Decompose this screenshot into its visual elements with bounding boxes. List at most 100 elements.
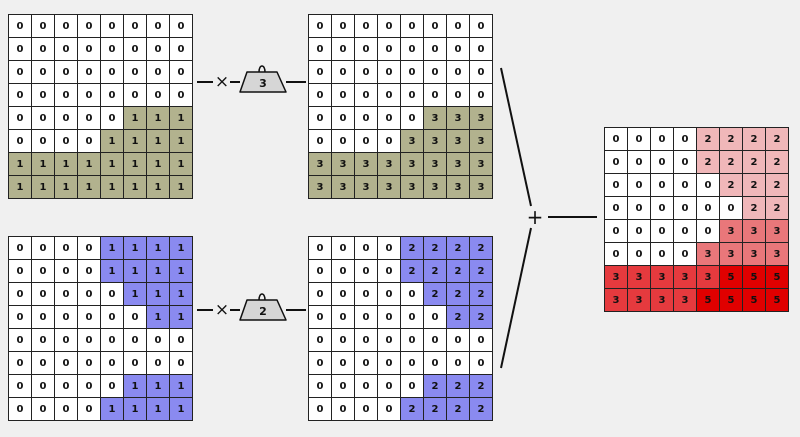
grid-cell: 0 — [170, 329, 193, 352]
grid-cell: 1 — [170, 107, 193, 130]
grid-cell: 0 — [55, 84, 78, 107]
grid-cell: 0 — [124, 84, 147, 107]
grid-cell: 2 — [447, 283, 470, 306]
grid-cell: 0 — [309, 130, 332, 153]
grid-cell: 3 — [447, 176, 470, 199]
grid-cell: 3 — [378, 153, 401, 176]
grid-cell: 0 — [78, 306, 101, 329]
grid-cell: 0 — [355, 15, 378, 38]
grid-cell: 3 — [332, 153, 355, 176]
grid-cell: 1 — [147, 283, 170, 306]
grid-cell: 0 — [355, 38, 378, 61]
grid-cell: 0 — [101, 38, 124, 61]
grid-cell: 2 — [720, 151, 743, 174]
grid-cell: 0 — [424, 352, 447, 375]
grid-cell: 0 — [32, 237, 55, 260]
multiply-operator-top: × — [215, 72, 229, 92]
grid-cell: 1 — [170, 398, 193, 421]
grid-cell: 1 — [124, 398, 147, 421]
grid-cell: 0 — [101, 306, 124, 329]
grid-cell: 0 — [32, 283, 55, 306]
grid-cell: 1 — [124, 283, 147, 306]
grid-cell: 1 — [32, 176, 55, 199]
grid-cell: 0 — [101, 352, 124, 375]
grid-cell: 0 — [9, 107, 32, 130]
grid-cell: 0 — [55, 306, 78, 329]
grid-cell: 3 — [628, 289, 651, 312]
grid-cell: 0 — [605, 174, 628, 197]
grid-cell: 2 — [447, 260, 470, 283]
grid-cell: 0 — [355, 107, 378, 130]
grid-cell: 0 — [424, 61, 447, 84]
grid-cell: 0 — [9, 130, 32, 153]
grid-cell: 2 — [743, 151, 766, 174]
grid-cell: 0 — [78, 283, 101, 306]
grid-cell: 0 — [628, 128, 651, 151]
grid-cell: 0 — [309, 61, 332, 84]
grid-cell: 0 — [447, 352, 470, 375]
grid-cell: 3 — [401, 176, 424, 199]
grid-cell: 1 — [101, 260, 124, 283]
grid-cell: 0 — [78, 260, 101, 283]
grid-cell: 0 — [628, 220, 651, 243]
grid-cell: 2 — [470, 375, 493, 398]
grid-cell: 0 — [309, 283, 332, 306]
grid-cell: 0 — [378, 375, 401, 398]
grid-cell: 3 — [766, 220, 789, 243]
grid-cell: 0 — [78, 375, 101, 398]
grid-cell: 1 — [55, 176, 78, 199]
grid-cell: 0 — [78, 61, 101, 84]
grid-cell: 1 — [101, 153, 124, 176]
grid-cell: 3 — [309, 153, 332, 176]
grid-cell: 0 — [332, 38, 355, 61]
grid-cell: 0 — [170, 61, 193, 84]
sum-line-top — [500, 67, 532, 207]
grid-cell: 0 — [447, 329, 470, 352]
weight-icon-bottom: 2 — [239, 293, 287, 321]
grid-cell: 0 — [378, 107, 401, 130]
grid-cell: 1 — [124, 176, 147, 199]
grid-cell: 0 — [9, 398, 32, 421]
grid-cell: 3 — [447, 130, 470, 153]
grid-cell: 0 — [332, 283, 355, 306]
grid-cell: 1 — [147, 375, 170, 398]
grid-cell: 3 — [651, 289, 674, 312]
grid-cell: 3 — [605, 289, 628, 312]
grid-cell: 0 — [470, 329, 493, 352]
grid-cell: 0 — [401, 352, 424, 375]
grid-cell: 0 — [101, 107, 124, 130]
grid-cell: 0 — [332, 352, 355, 375]
grid-cell: 0 — [470, 352, 493, 375]
grid-cell: 2 — [470, 398, 493, 421]
grid-cell: 0 — [55, 260, 78, 283]
grid-cell: 0 — [674, 197, 697, 220]
grid-cell: 0 — [447, 15, 470, 38]
grid-cell: 0 — [605, 128, 628, 151]
grid-cell: 3 — [605, 266, 628, 289]
grid-cell: 0 — [78, 84, 101, 107]
grid-cell: 3 — [401, 130, 424, 153]
grid-cell: 0 — [470, 38, 493, 61]
grid-cell: 3 — [355, 176, 378, 199]
grid-cell: 1 — [55, 153, 78, 176]
grid-cell: 0 — [101, 283, 124, 306]
grid-cell: 0 — [55, 329, 78, 352]
grid-cell: 3 — [378, 176, 401, 199]
grid-cell: 0 — [101, 61, 124, 84]
grid-cell: 0 — [124, 352, 147, 375]
grid-cell: 0 — [32, 352, 55, 375]
grid-cell: 0 — [147, 38, 170, 61]
grid-cell: 1 — [9, 153, 32, 176]
grid-cell: 3 — [470, 153, 493, 176]
grid-cell: 0 — [9, 375, 32, 398]
grid-cell: 1 — [170, 260, 193, 283]
grid-cell: 3 — [766, 243, 789, 266]
grid-cell: 0 — [424, 84, 447, 107]
sum-line-bottom — [500, 227, 532, 369]
grid-cell: 1 — [170, 375, 193, 398]
grid-cell: 1 — [147, 153, 170, 176]
grid-cell: 0 — [32, 15, 55, 38]
grid-cell: 0 — [332, 398, 355, 421]
grid-cell: 0 — [55, 61, 78, 84]
